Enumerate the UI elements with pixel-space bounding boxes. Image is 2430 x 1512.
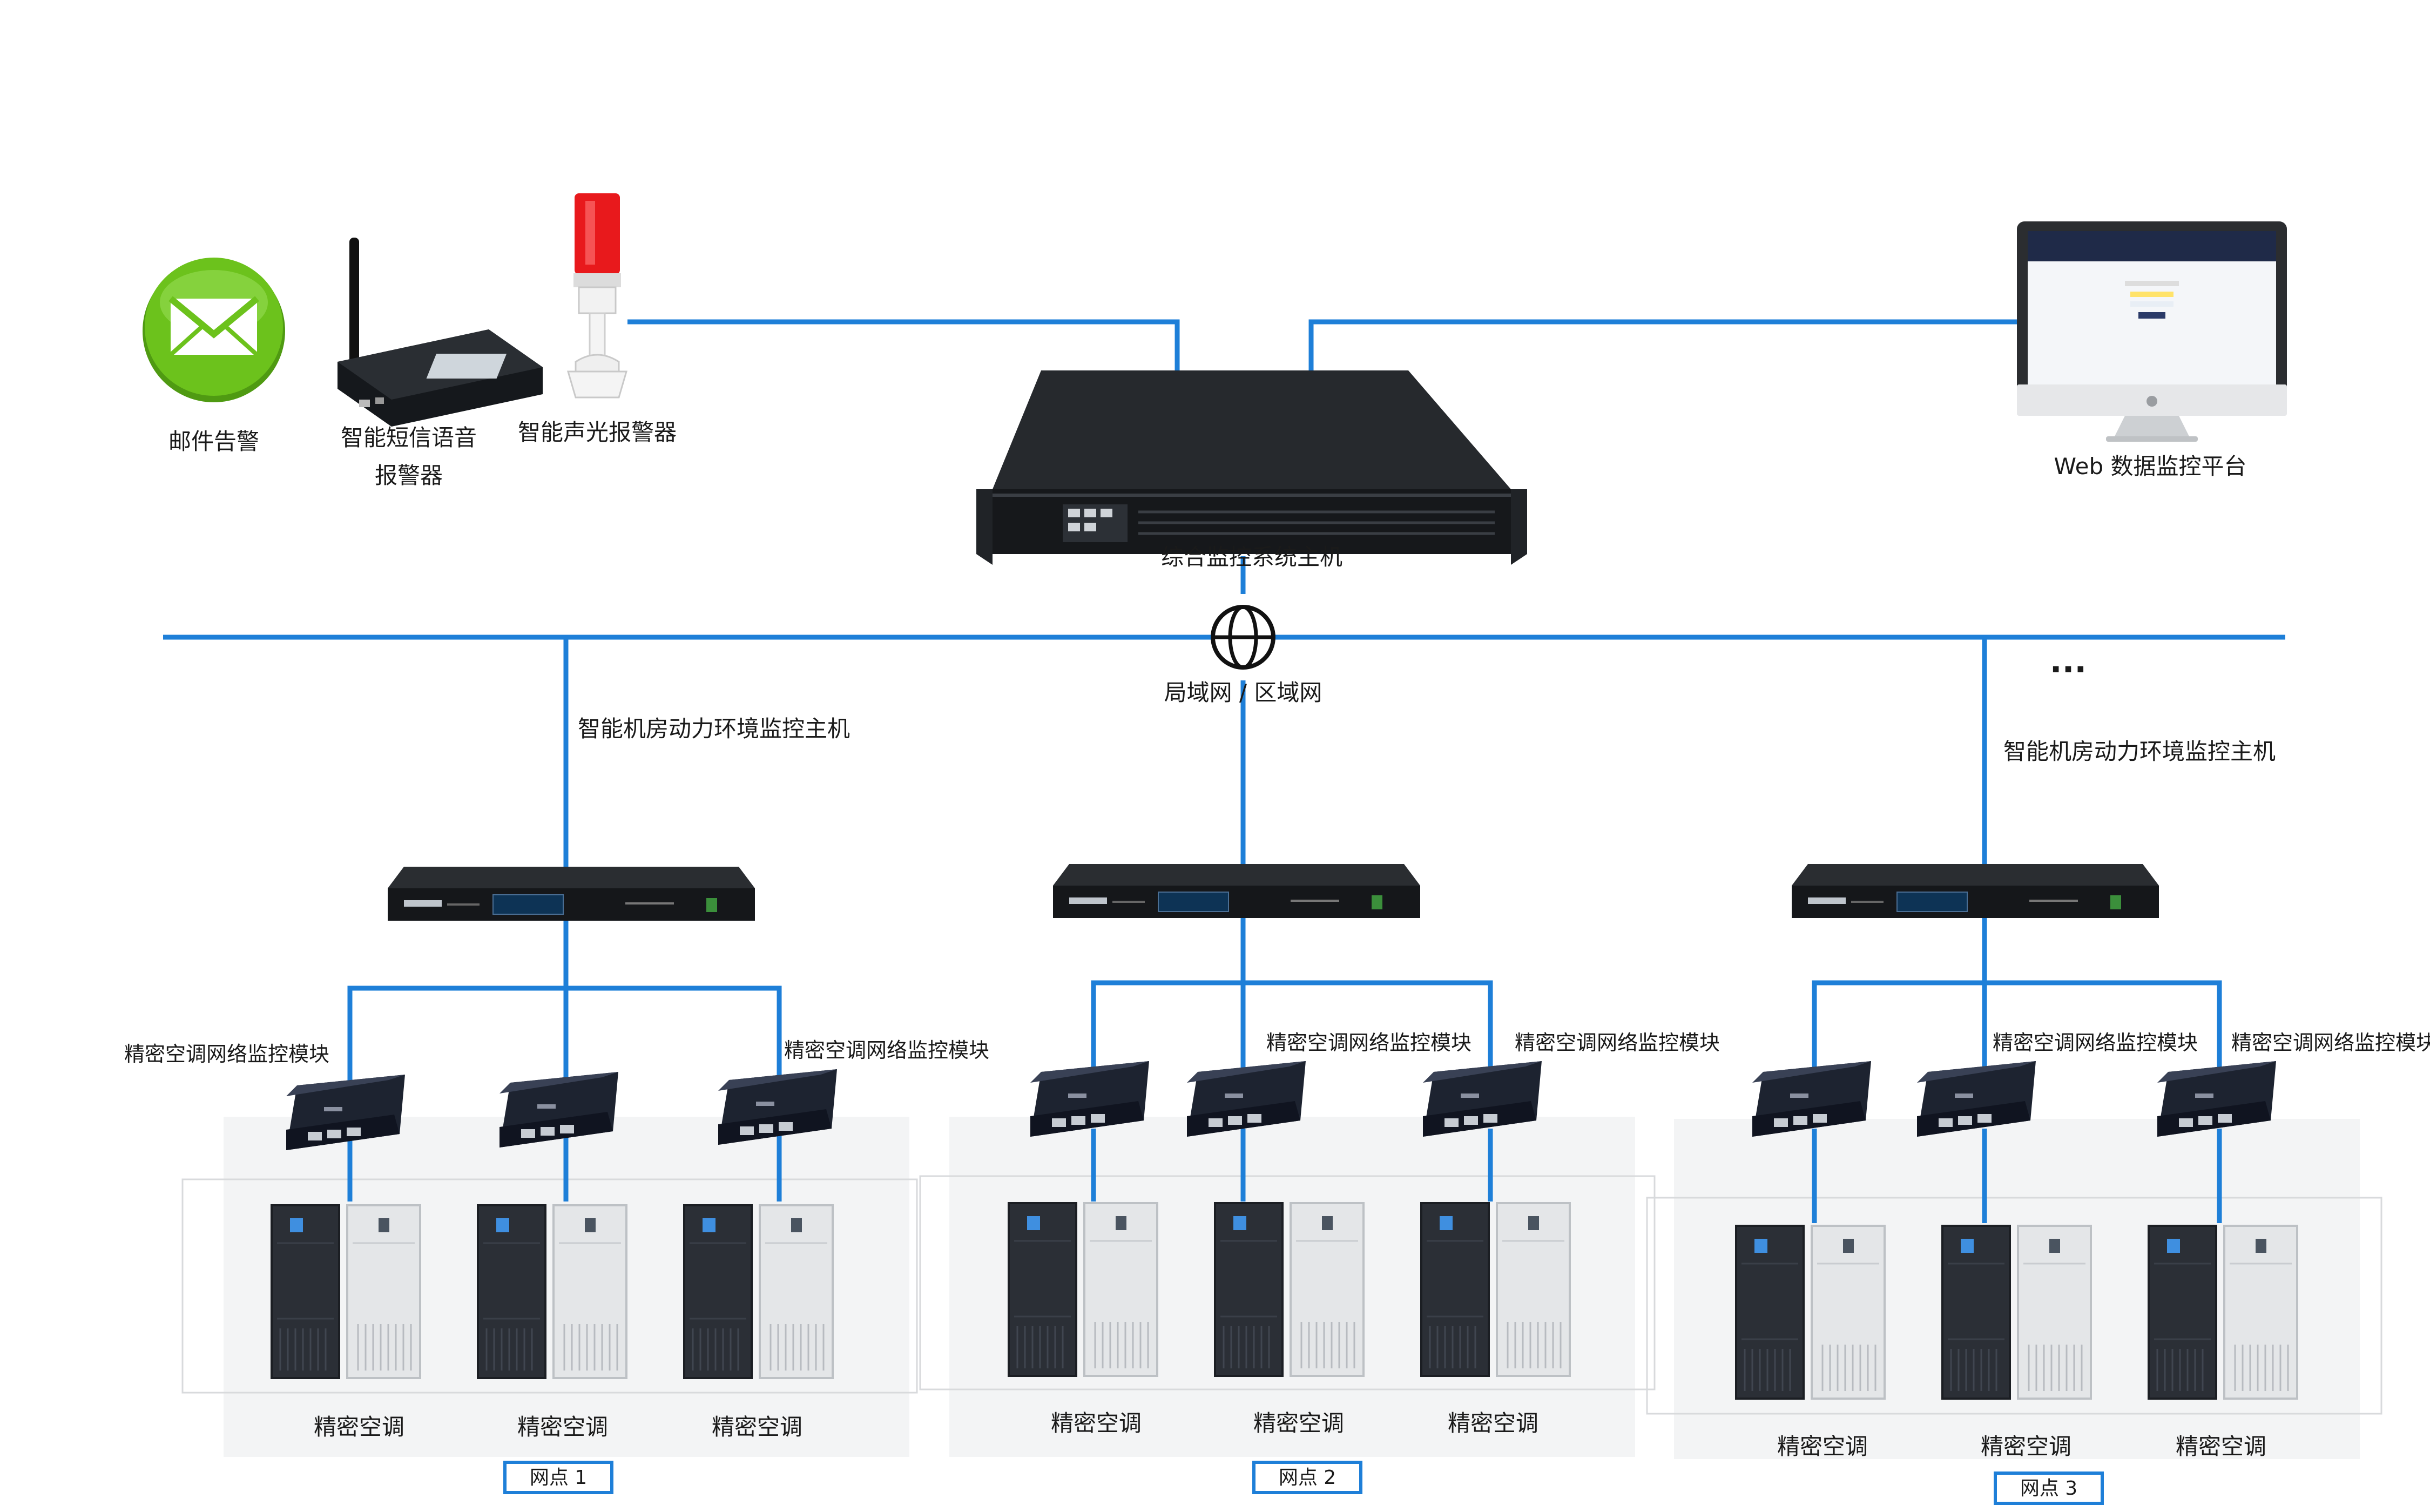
module-label: 精密空调网络监控模块 <box>784 1038 989 1062</box>
site-3-bus <box>1812 980 2222 1072</box>
sub-host-1-label: 智能机房动力环境监控主机 <box>578 716 850 742</box>
site-2-outline <box>919 1175 1656 1390</box>
light-alarm: 智能声光报警器 <box>518 192 677 446</box>
sub-host-3-label: 智能机房动力环境监控主机 <box>2003 738 2276 765</box>
alarm-link <box>627 319 1180 373</box>
network-unit-icon <box>1791 863 2159 919</box>
web-platform: Web 数据监控平台 <box>2017 221 2287 480</box>
site-tag-2: 网点 2 <box>1252 1461 1362 1494</box>
ac-label: 精密空调 <box>1981 1433 2071 1460</box>
email-icon <box>143 258 285 402</box>
ac-label: 精密空调 <box>1253 1410 1344 1436</box>
network-unit-icon <box>1052 863 1421 919</box>
stack-light-icon <box>567 192 627 399</box>
web-platform-label: Web 数据监控平台 <box>2054 453 2247 480</box>
ac-label: 精密空调 <box>314 1414 404 1440</box>
light-alarm-label: 智能声光报警器 <box>518 419 677 446</box>
ellipsis: ... <box>2050 643 2087 680</box>
sms-alarm-label-line1: 智能短信语音 <box>341 424 477 451</box>
site-tag-1: 网点 1 <box>503 1461 613 1494</box>
globe-icon <box>1211 605 1275 670</box>
ac-label: 精密空调 <box>1448 1410 1538 1436</box>
site-tag-3: 网点 3 <box>1994 1472 2104 1505</box>
email-alarm-label: 邮件告警 <box>168 428 259 455</box>
module-label: 精密空调网络监控模块 <box>2231 1031 2430 1055</box>
main-host: 综合监控系统主机 <box>976 370 1527 570</box>
ac-label: 精密空调 <box>1777 1433 1868 1460</box>
sub-host-1: 智能机房动力环境监控主机 <box>387 716 850 921</box>
module-label: 精密空调网络监控模块 <box>124 1042 329 1066</box>
module-labels: 精密空调网络监控模块 精密空调网络监控模块 精密空调网络监控模块 精密空调网络监… <box>124 1031 2430 1066</box>
network-node: 局域网 / 区域网 ... <box>1164 605 2087 706</box>
ac-labels: 精密空调 精密空调 精密空调 精密空调 精密空调 精密空调 精密空调 精密空调 … <box>314 1410 2266 1460</box>
module-label: 精密空调网络监控模块 <box>1266 1031 1472 1055</box>
monitor-icon <box>2017 221 2287 442</box>
ac-label: 精密空调 <box>712 1414 802 1440</box>
module-label: 精密空调网络监控模块 <box>1515 1031 1720 1055</box>
site-3-outline <box>1646 1197 2382 1415</box>
sms-alarm-icon <box>338 238 543 427</box>
web-link <box>1308 319 2021 373</box>
network-unit-icon <box>387 866 755 921</box>
site-tag-label: 网点 1 <box>530 1467 587 1489</box>
ac-label: 精密空调 <box>2176 1433 2266 1460</box>
ac-label: 精密空调 <box>517 1414 608 1440</box>
sms-alarm-label-line2: 报警器 <box>375 462 443 489</box>
site-1-outline <box>181 1178 918 1394</box>
module-label: 精密空调网络监控模块 <box>1993 1031 2198 1055</box>
main-host-label: 综合监控系统主机 <box>1161 544 1342 570</box>
email-alarm: 邮件告警 <box>143 258 285 455</box>
site-tag-label: 网点 2 <box>1279 1467 1336 1489</box>
sub-host-2 <box>1052 863 1421 919</box>
site-2-bus <box>1091 980 1493 1072</box>
sms-alarm: 智能短信语音 报警器 <box>338 238 543 489</box>
ac-label: 精密空调 <box>1051 1410 1142 1436</box>
network-label: 局域网 / 区域网 <box>1164 679 1322 706</box>
sub-host-3: 智能机房动力环境监控主机 <box>1791 738 2276 919</box>
site-tag-label: 网点 3 <box>2020 1477 2077 1500</box>
server-icon <box>976 370 1527 565</box>
